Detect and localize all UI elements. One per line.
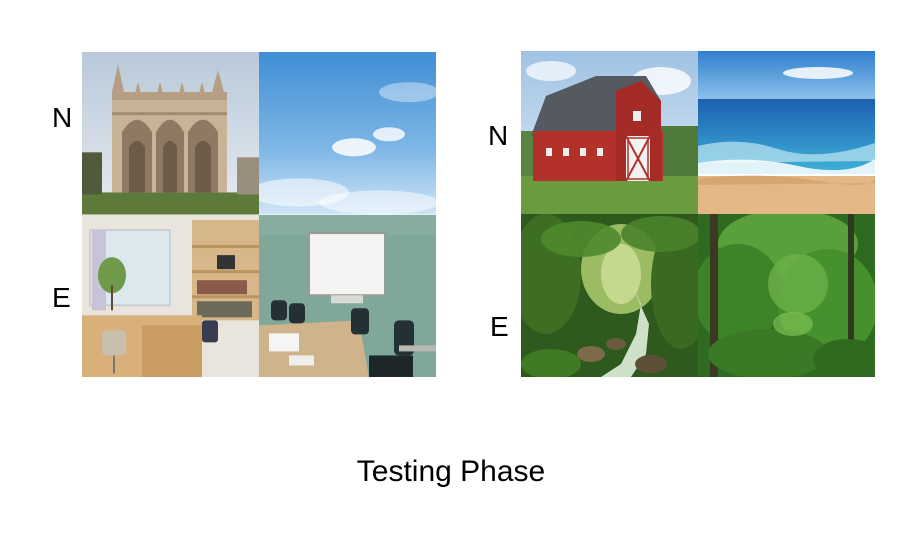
- conference-room-image: [259, 214, 436, 377]
- right-panel-label-e: E: [490, 311, 509, 342]
- left-image-grid: [82, 52, 436, 377]
- cathedral-image: [82, 52, 259, 215]
- home-office-image: [82, 214, 259, 377]
- jungle-stream-image: [521, 214, 698, 377]
- right-panel-label-n: N: [488, 120, 509, 151]
- rainforest-image: [698, 214, 875, 377]
- sky-image: [259, 52, 436, 215]
- left-panel-label-n: N: [52, 102, 73, 133]
- testing-phase-caption: Testing Phase: [356, 455, 546, 488]
- beach-image: [698, 51, 875, 214]
- right-image-grid: [521, 51, 875, 377]
- red-barn-image: [521, 51, 698, 214]
- left-panel-label-e: E: [52, 282, 71, 313]
